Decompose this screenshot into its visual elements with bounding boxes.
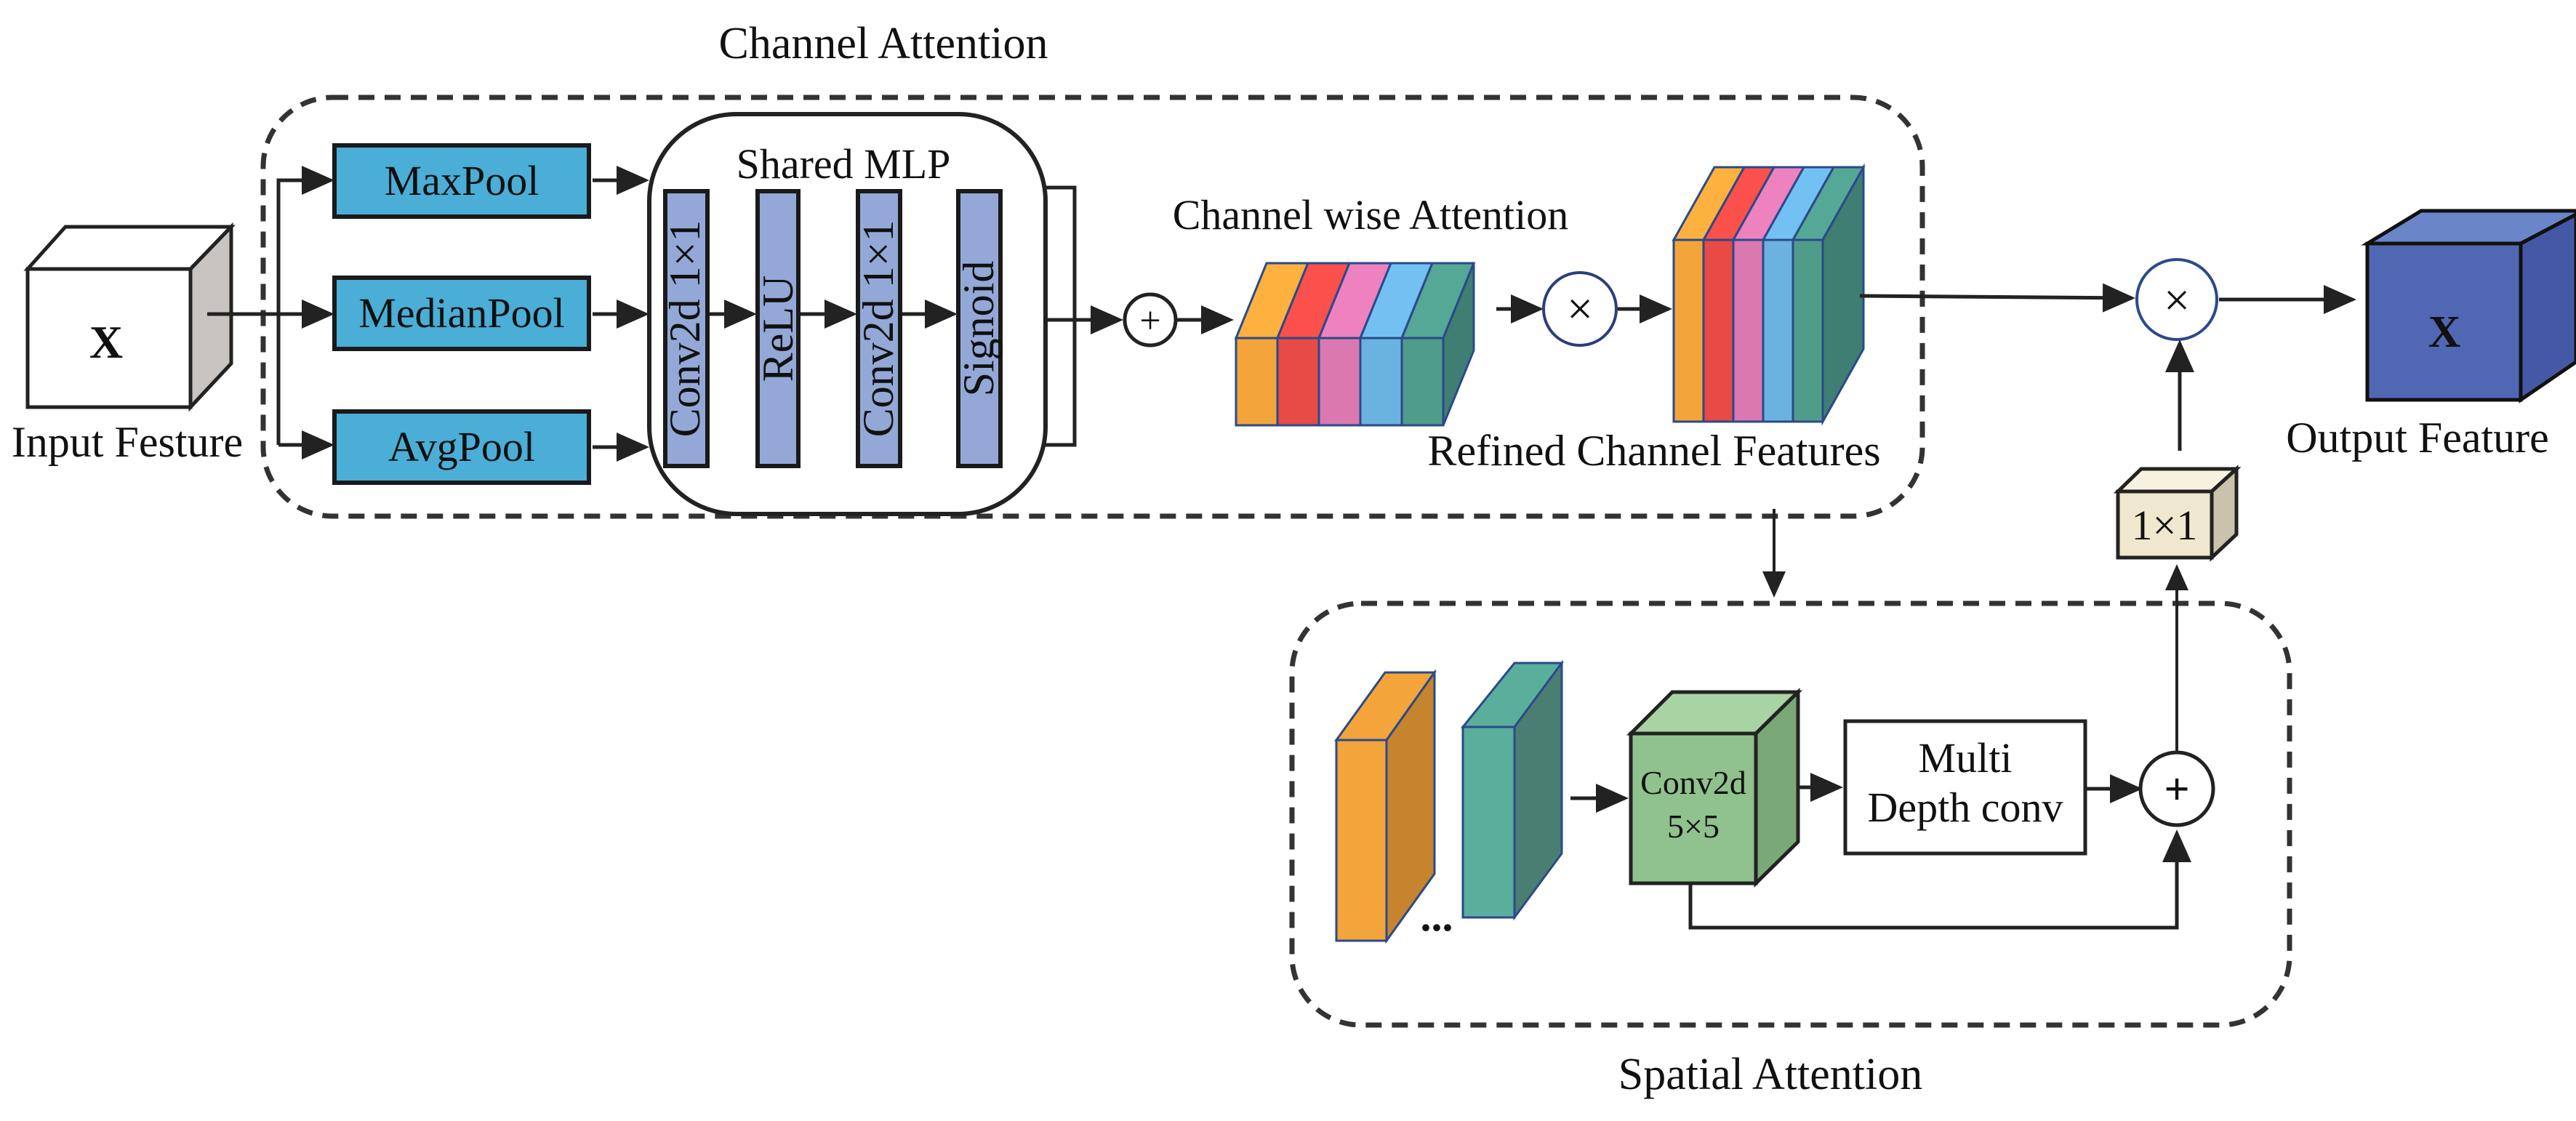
spatial-ellipsis: ... (1421, 892, 1453, 940)
pool-avgpool: AvgPool (332, 409, 591, 485)
channel-layer-teal (1791, 238, 1824, 423)
spatial-slab-orange (1334, 669, 1437, 944)
input-feature-label: Input Festure (12, 418, 243, 466)
conv2d-5x5-cube: Conv2d 5×5 (1626, 688, 1803, 888)
channel-layer-blue (1359, 337, 1403, 427)
refined-to-final-multiply-arrow (1859, 283, 2135, 313)
multi-depth-conv-box: Multi Depth conv (1843, 719, 2087, 856)
svg-text:+: + (1139, 300, 1160, 342)
pools-to-mlp-connectors (593, 166, 649, 462)
channel-layer-orange (1235, 337, 1279, 427)
output-cube: X (2361, 209, 2576, 403)
spatial-slab-teal (1460, 659, 1564, 921)
add-operator-spatial: + (2138, 750, 2215, 827)
shared-mlp-label: Shared MLP (737, 140, 951, 188)
refined-channel-features-block (1672, 163, 1866, 426)
pool-maxpool: MaxPool (332, 143, 591, 219)
svg-text:Conv2d 1×1: Conv2d 1×1 (661, 220, 709, 438)
channel-layer-teal (1400, 337, 1445, 427)
spatial-attention-label: Spatial Attention (1618, 1050, 1922, 1099)
svg-text:Conv2d 1×1: Conv2d 1×1 (854, 220, 902, 438)
channel-attention-box (260, 95, 1925, 519)
svg-text:AvgPool: AvgPool (388, 423, 535, 470)
channel-wise-attention-label: Channel wise Attention (1173, 191, 1569, 238)
svg-text:Depth conv: Depth conv (1868, 784, 2063, 831)
svg-text:5×5: 5×5 (1667, 808, 1720, 845)
output-feature-label: Output Feature (2286, 414, 2549, 462)
output-symbol: X (2428, 308, 2461, 357)
channel-layer-pink (1317, 337, 1362, 427)
svg-text:Conv2d: Conv2d (1640, 764, 1746, 801)
add-operator-channel: + (1123, 292, 1178, 347)
svg-text:Signoid: Signoid (955, 261, 1003, 397)
svg-text:+: + (2164, 765, 2189, 814)
mlp-output-bracket (1046, 185, 1077, 447)
input-symbol: X (89, 316, 123, 368)
multiply-operator-final: × (2135, 258, 2218, 341)
multiply-operator-channel: × (1542, 271, 1618, 347)
svg-text:×: × (2164, 274, 2190, 326)
channel-layer-pink (1732, 238, 1765, 423)
pool-medianpool: MedianPool (332, 276, 591, 351)
channel-block-side (1821, 163, 1865, 426)
mlp-layer-conv2d-1: Conv2d 1×1 (661, 189, 710, 468)
channel-layer-red (1702, 238, 1735, 423)
svg-text:Multi: Multi (1919, 734, 2013, 782)
channel-attention-title: Channel Attention (719, 19, 1048, 68)
channel-layer-red (1276, 337, 1320, 427)
input-cube: X (23, 222, 236, 412)
svg-text:MedianPool: MedianPool (358, 289, 565, 337)
svg-text:ReLU: ReLU (754, 276, 802, 382)
mlp-layer-conv2d-2: Conv2d 1×1 (854, 189, 902, 468)
svg-text:MaxPool: MaxPool (385, 157, 539, 204)
channel-wise-attention-block (1234, 262, 1476, 427)
channel-layer-blue (1762, 238, 1794, 423)
channel-layer-orange (1672, 238, 1705, 423)
input-to-pools-connectors (207, 166, 334, 459)
residual-connection (1688, 829, 2191, 930)
channel-block-side (1442, 262, 1475, 426)
one-by-one-cube: 1×1 (2113, 465, 2242, 562)
svg-text:1×1: 1×1 (2132, 502, 2198, 549)
mlp-layer-signoid: Signoid (955, 189, 1003, 468)
refined-channel-features-label: Refined Channel Features (1427, 427, 1880, 475)
spatial-attention-box (1289, 600, 2292, 1028)
svg-text:×: × (1567, 283, 1593, 334)
mlp-layer-relu: ReLU (754, 189, 802, 468)
